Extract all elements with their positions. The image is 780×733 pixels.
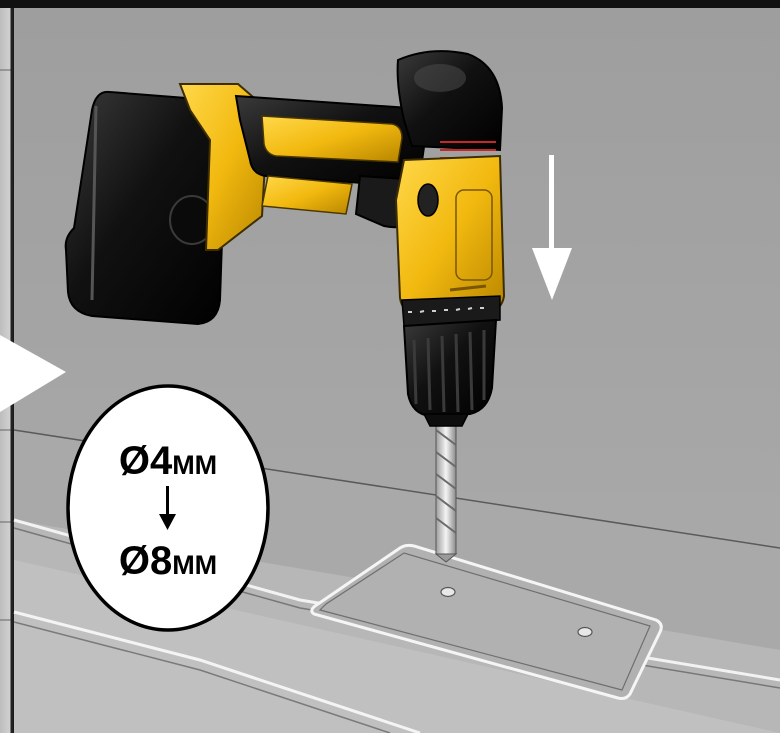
screw-hole: [440, 586, 456, 598]
down-arrow-icon: [159, 486, 176, 530]
triangle-right-icon: [0, 335, 66, 412]
drill-size-to: Ø8MM: [119, 539, 217, 583]
drill-bit: [434, 417, 458, 563]
cordless-drill: [64, 50, 506, 427]
drill-size-from: Ø4MM: [119, 439, 217, 483]
mounting-plate-cutout: [310, 543, 663, 700]
drill-size-callout: Ø4MM Ø8MM: [66, 384, 270, 632]
down-arrow-icon: [532, 155, 572, 300]
screw-hole: [577, 626, 593, 638]
